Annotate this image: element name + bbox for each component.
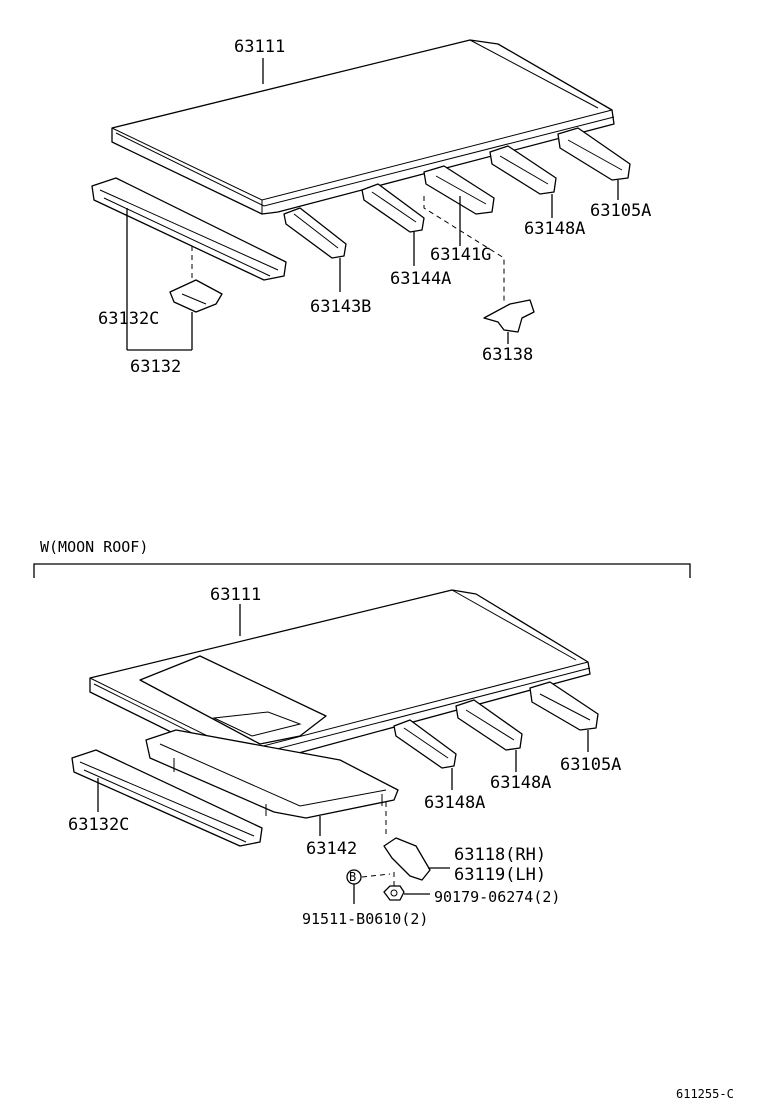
bracket-63138[interactable] [483, 299, 535, 333]
label-63148A-m2: 63148A [490, 773, 551, 793]
label-91511: 91511-B0610(2) [302, 910, 428, 928]
label-63144A: 63144A [390, 269, 451, 289]
label-63141G: 63141G [430, 245, 491, 265]
bracket-63118-63119[interactable] [383, 837, 431, 881]
label-63132C-top: 63132C [98, 309, 159, 329]
label-90179: 90179-06274(2) [434, 888, 560, 906]
label-63111-top: 63111 [234, 37, 285, 57]
front-header-63132C-top[interactable] [91, 177, 287, 281]
roof-panel-moonroof[interactable] [89, 589, 591, 767]
dash-63138 [423, 196, 505, 302]
roof-panel-top[interactable] [111, 39, 615, 215]
roof-bow-63148A-m2[interactable] [455, 699, 523, 751]
footer-code: 611255-C [676, 1087, 734, 1101]
label-63132C-moonroof: 63132C [68, 815, 129, 835]
label-63119: 63119(LH) [454, 865, 546, 885]
label-63105A-top: 63105A [590, 201, 651, 221]
label-63105A-moonroof: 63105A [560, 755, 621, 775]
bolt-marker-label: B [349, 870, 356, 884]
roof-bow-63143B[interactable] [283, 207, 347, 259]
label-63148A-top: 63148A [524, 219, 585, 239]
roof-bow-63141G[interactable] [423, 165, 495, 215]
front-header-63132C-moonroof[interactable] [71, 749, 263, 847]
label-63118: 63118(RH) [454, 845, 546, 865]
label-63148A-m1: 63148A [424, 793, 485, 813]
sunroof-opening[interactable] [139, 655, 327, 745]
label-63138: 63138 [482, 345, 533, 365]
label-63142: 63142 [306, 839, 357, 859]
label-63143B: 63143B [310, 297, 371, 317]
rear-header-63105A-top[interactable] [557, 127, 631, 181]
roof-bow-63144A[interactable] [361, 183, 425, 233]
rear-header-63105A-moonroof[interactable] [529, 681, 599, 731]
sunroof-housing-63142[interactable] [145, 711, 399, 819]
roof-bow-63148A-top[interactable] [489, 145, 557, 195]
bolt-marker-91511-B0610[interactable]: B [346, 869, 362, 885]
roof-bow-63148A-m1[interactable] [393, 719, 457, 769]
label-63132: 63132 [130, 357, 181, 377]
moonroof-bracket-line [33, 563, 691, 578]
label-63111-moonroof: 63111 [210, 585, 261, 605]
dash-bolt [361, 873, 391, 878]
bracket-63132-top[interactable] [169, 279, 223, 313]
moonroof-heading: W(MOON ROOF) [40, 538, 148, 556]
nut-90179-06274[interactable] [383, 885, 405, 901]
